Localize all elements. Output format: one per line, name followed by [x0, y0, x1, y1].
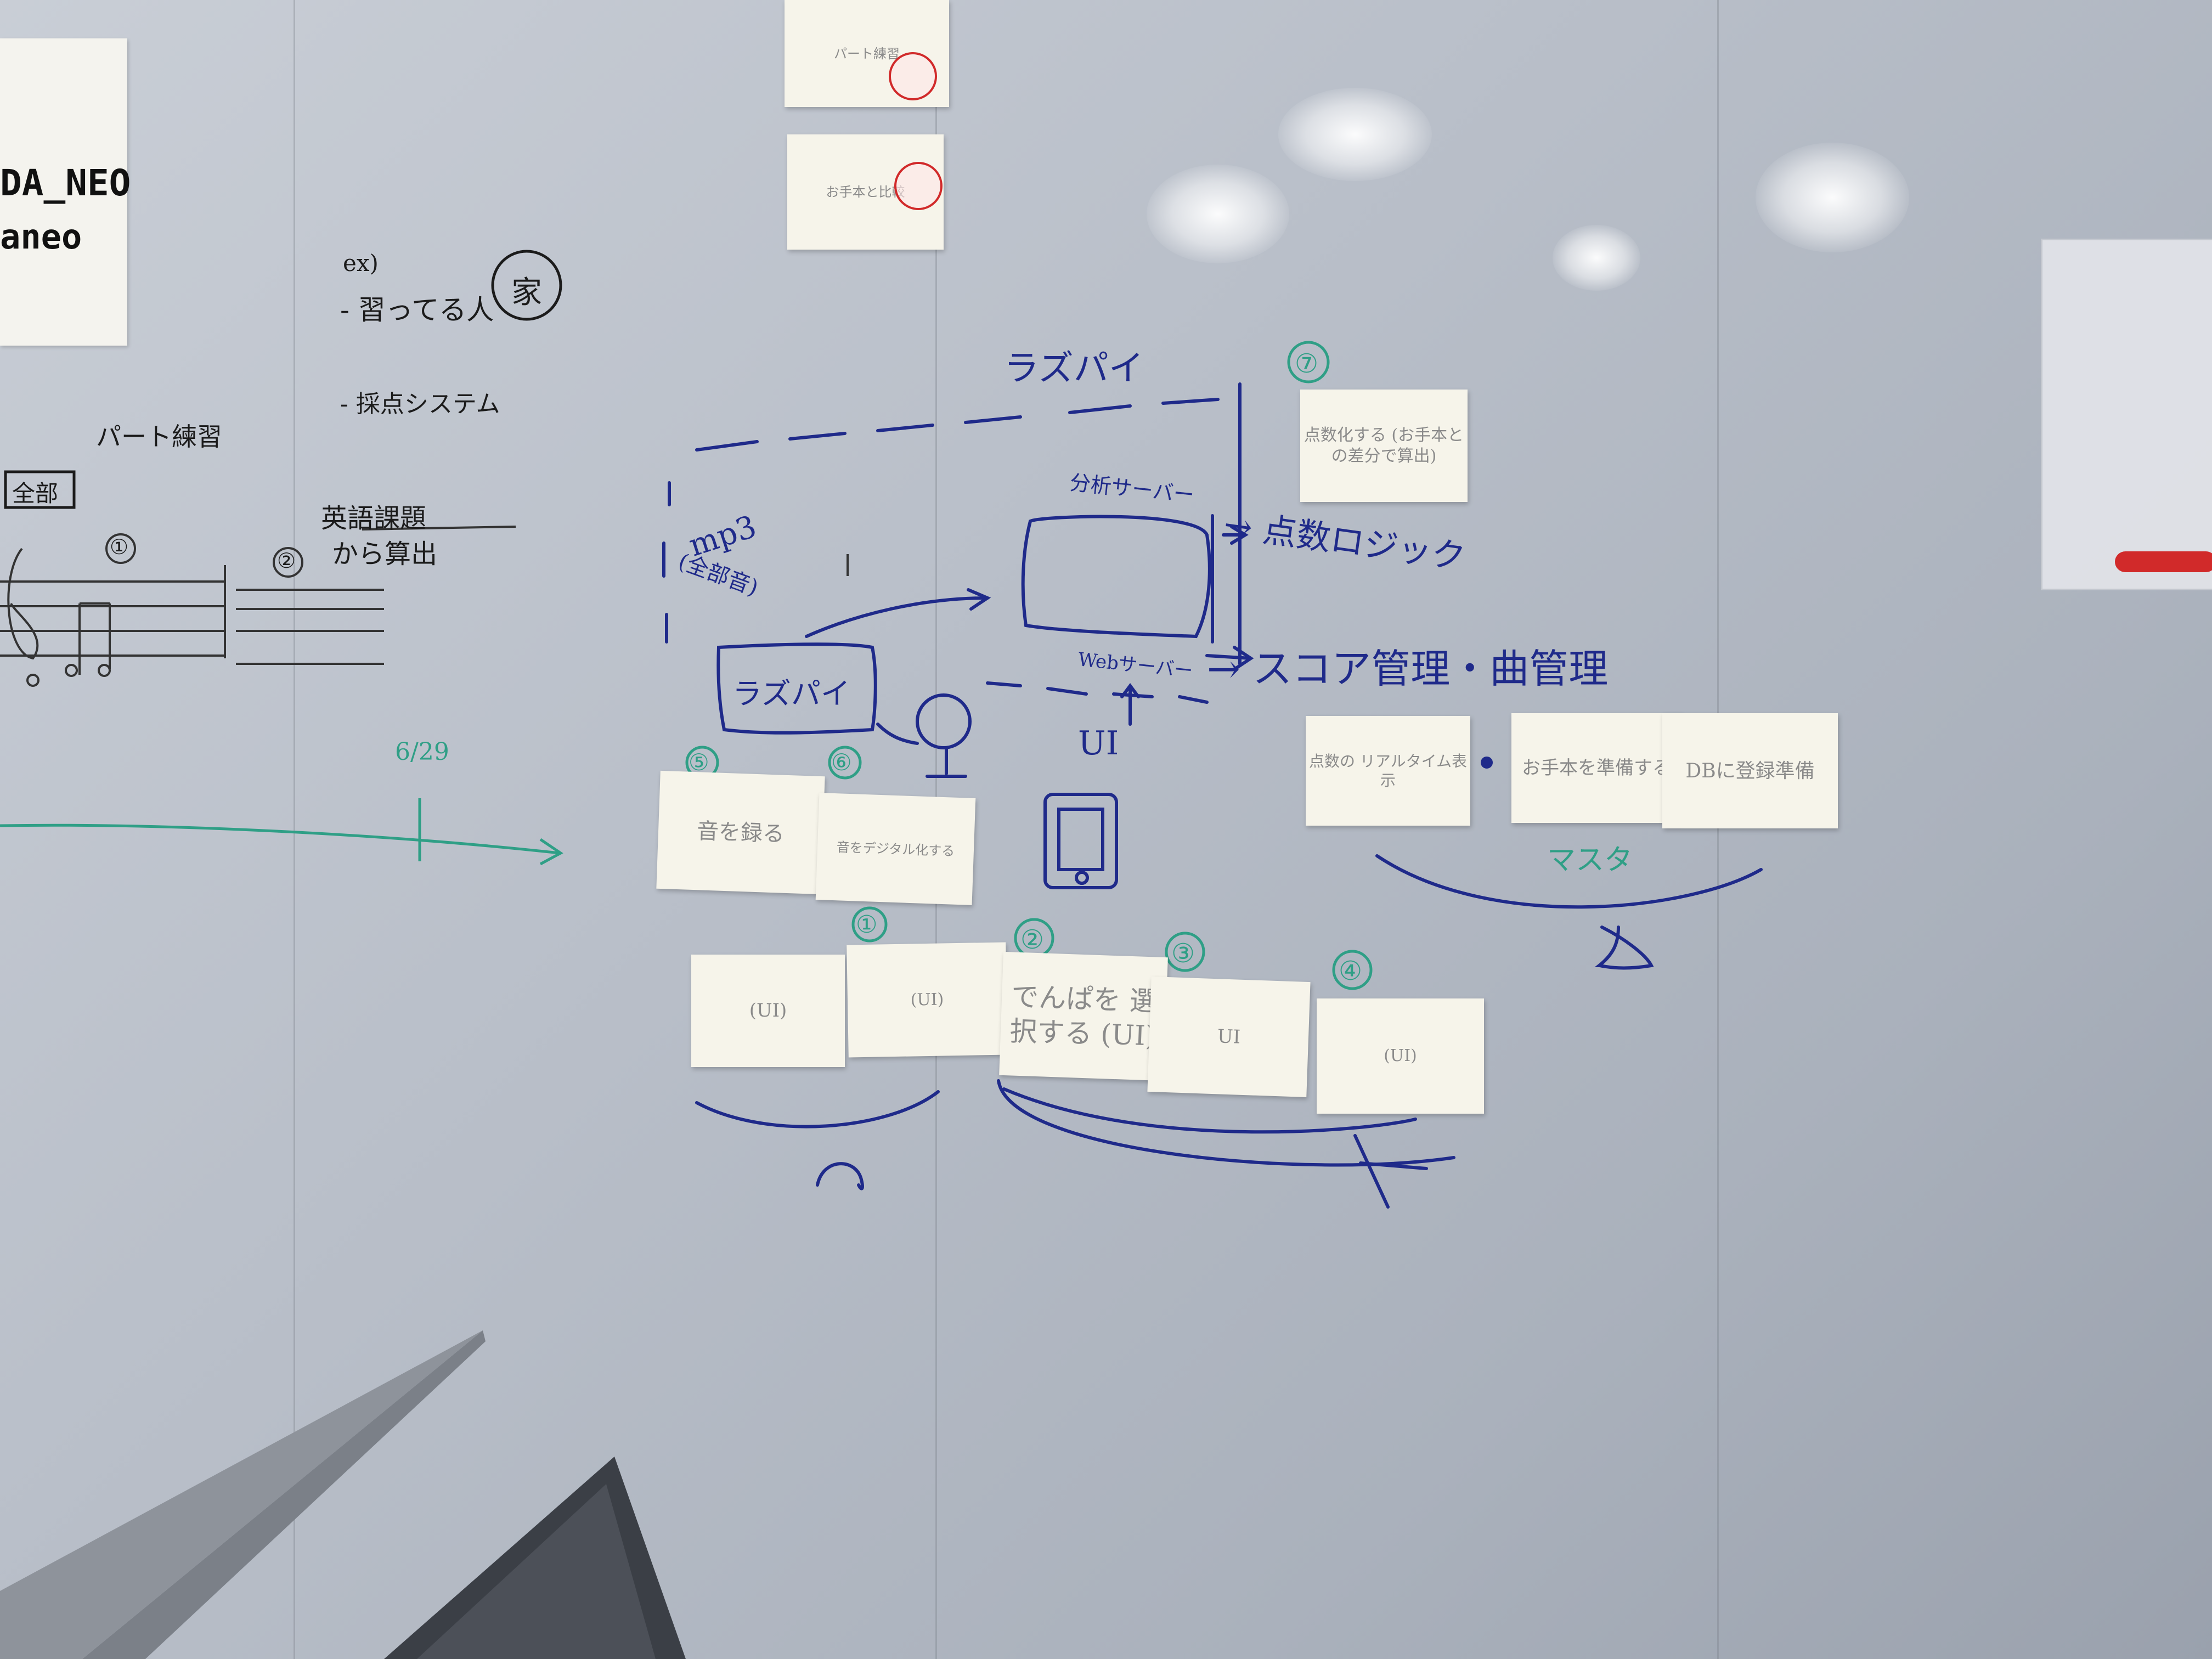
num-7: ⑦ [1295, 348, 1319, 379]
ex-circle-label: 家 [511, 275, 542, 311]
document-holder [2041, 239, 2212, 590]
light-reflection [1553, 225, 1640, 291]
sticky-note-realtime-score: 点数の リアルタイム表示 [1306, 716, 1470, 826]
board-seam [294, 0, 295, 1659]
num-6: ⑥ [831, 749, 852, 776]
sheet-line-2: aneo [0, 217, 82, 257]
bottom-num-1: ① [856, 911, 878, 939]
ui-label: UI [1078, 724, 1119, 763]
bottom-num-4: ④ [1339, 956, 1363, 986]
num-5: ⑤ [689, 749, 709, 776]
english-task: 英語課題 [321, 503, 427, 534]
left-num-1: ① [110, 535, 129, 559]
left-paper-sheet: DA_NEO aneo [0, 38, 131, 346]
board-seam [1717, 0, 1719, 1659]
red-stamp [889, 52, 937, 100]
raspi-top-label: ラズパイ [1004, 348, 1144, 389]
master-label: マスタ [1547, 844, 1633, 877]
sheet-line-1: DA_NEO [0, 162, 131, 204]
raspi-box-label: ラズパイ [732, 676, 850, 711]
sticky-note-ui-1: (UI) [691, 955, 845, 1067]
light-reflection [1756, 143, 1909, 252]
english-task-2: から算出 [332, 539, 438, 569]
bottom-num-2: ② [1020, 924, 1045, 955]
sticky-note-scoring: 点数化する (お手本との差分で算出) [1300, 390, 1468, 502]
part-label: パート練習 [96, 422, 222, 452]
sticky-note-prepare-model: お手本を準備する [1511, 713, 1681, 823]
sticky-note-db-prepare: DBに登録準備 [1662, 713, 1838, 828]
sticky-note-ui-5: (UI) [1317, 998, 1484, 1114]
light-reflection [1278, 88, 1432, 181]
timeline-date: 6/29 [395, 738, 449, 766]
all-box-label: 全部 [12, 480, 59, 507]
ex-item-2: - 採点システム [340, 390, 500, 418]
bottom-num-3: ③ [1171, 938, 1195, 969]
red-stamp [894, 162, 943, 210]
red-marker[interactable] [2115, 551, 2212, 572]
ex-label: ex) [343, 250, 379, 276]
ex-item-1: - 習ってる人 [340, 294, 494, 326]
score-management-arrow: → スコア管理・曲管理 [1207, 646, 1609, 692]
light-reflection [1147, 165, 1289, 263]
left-num-2: ② [277, 549, 296, 573]
